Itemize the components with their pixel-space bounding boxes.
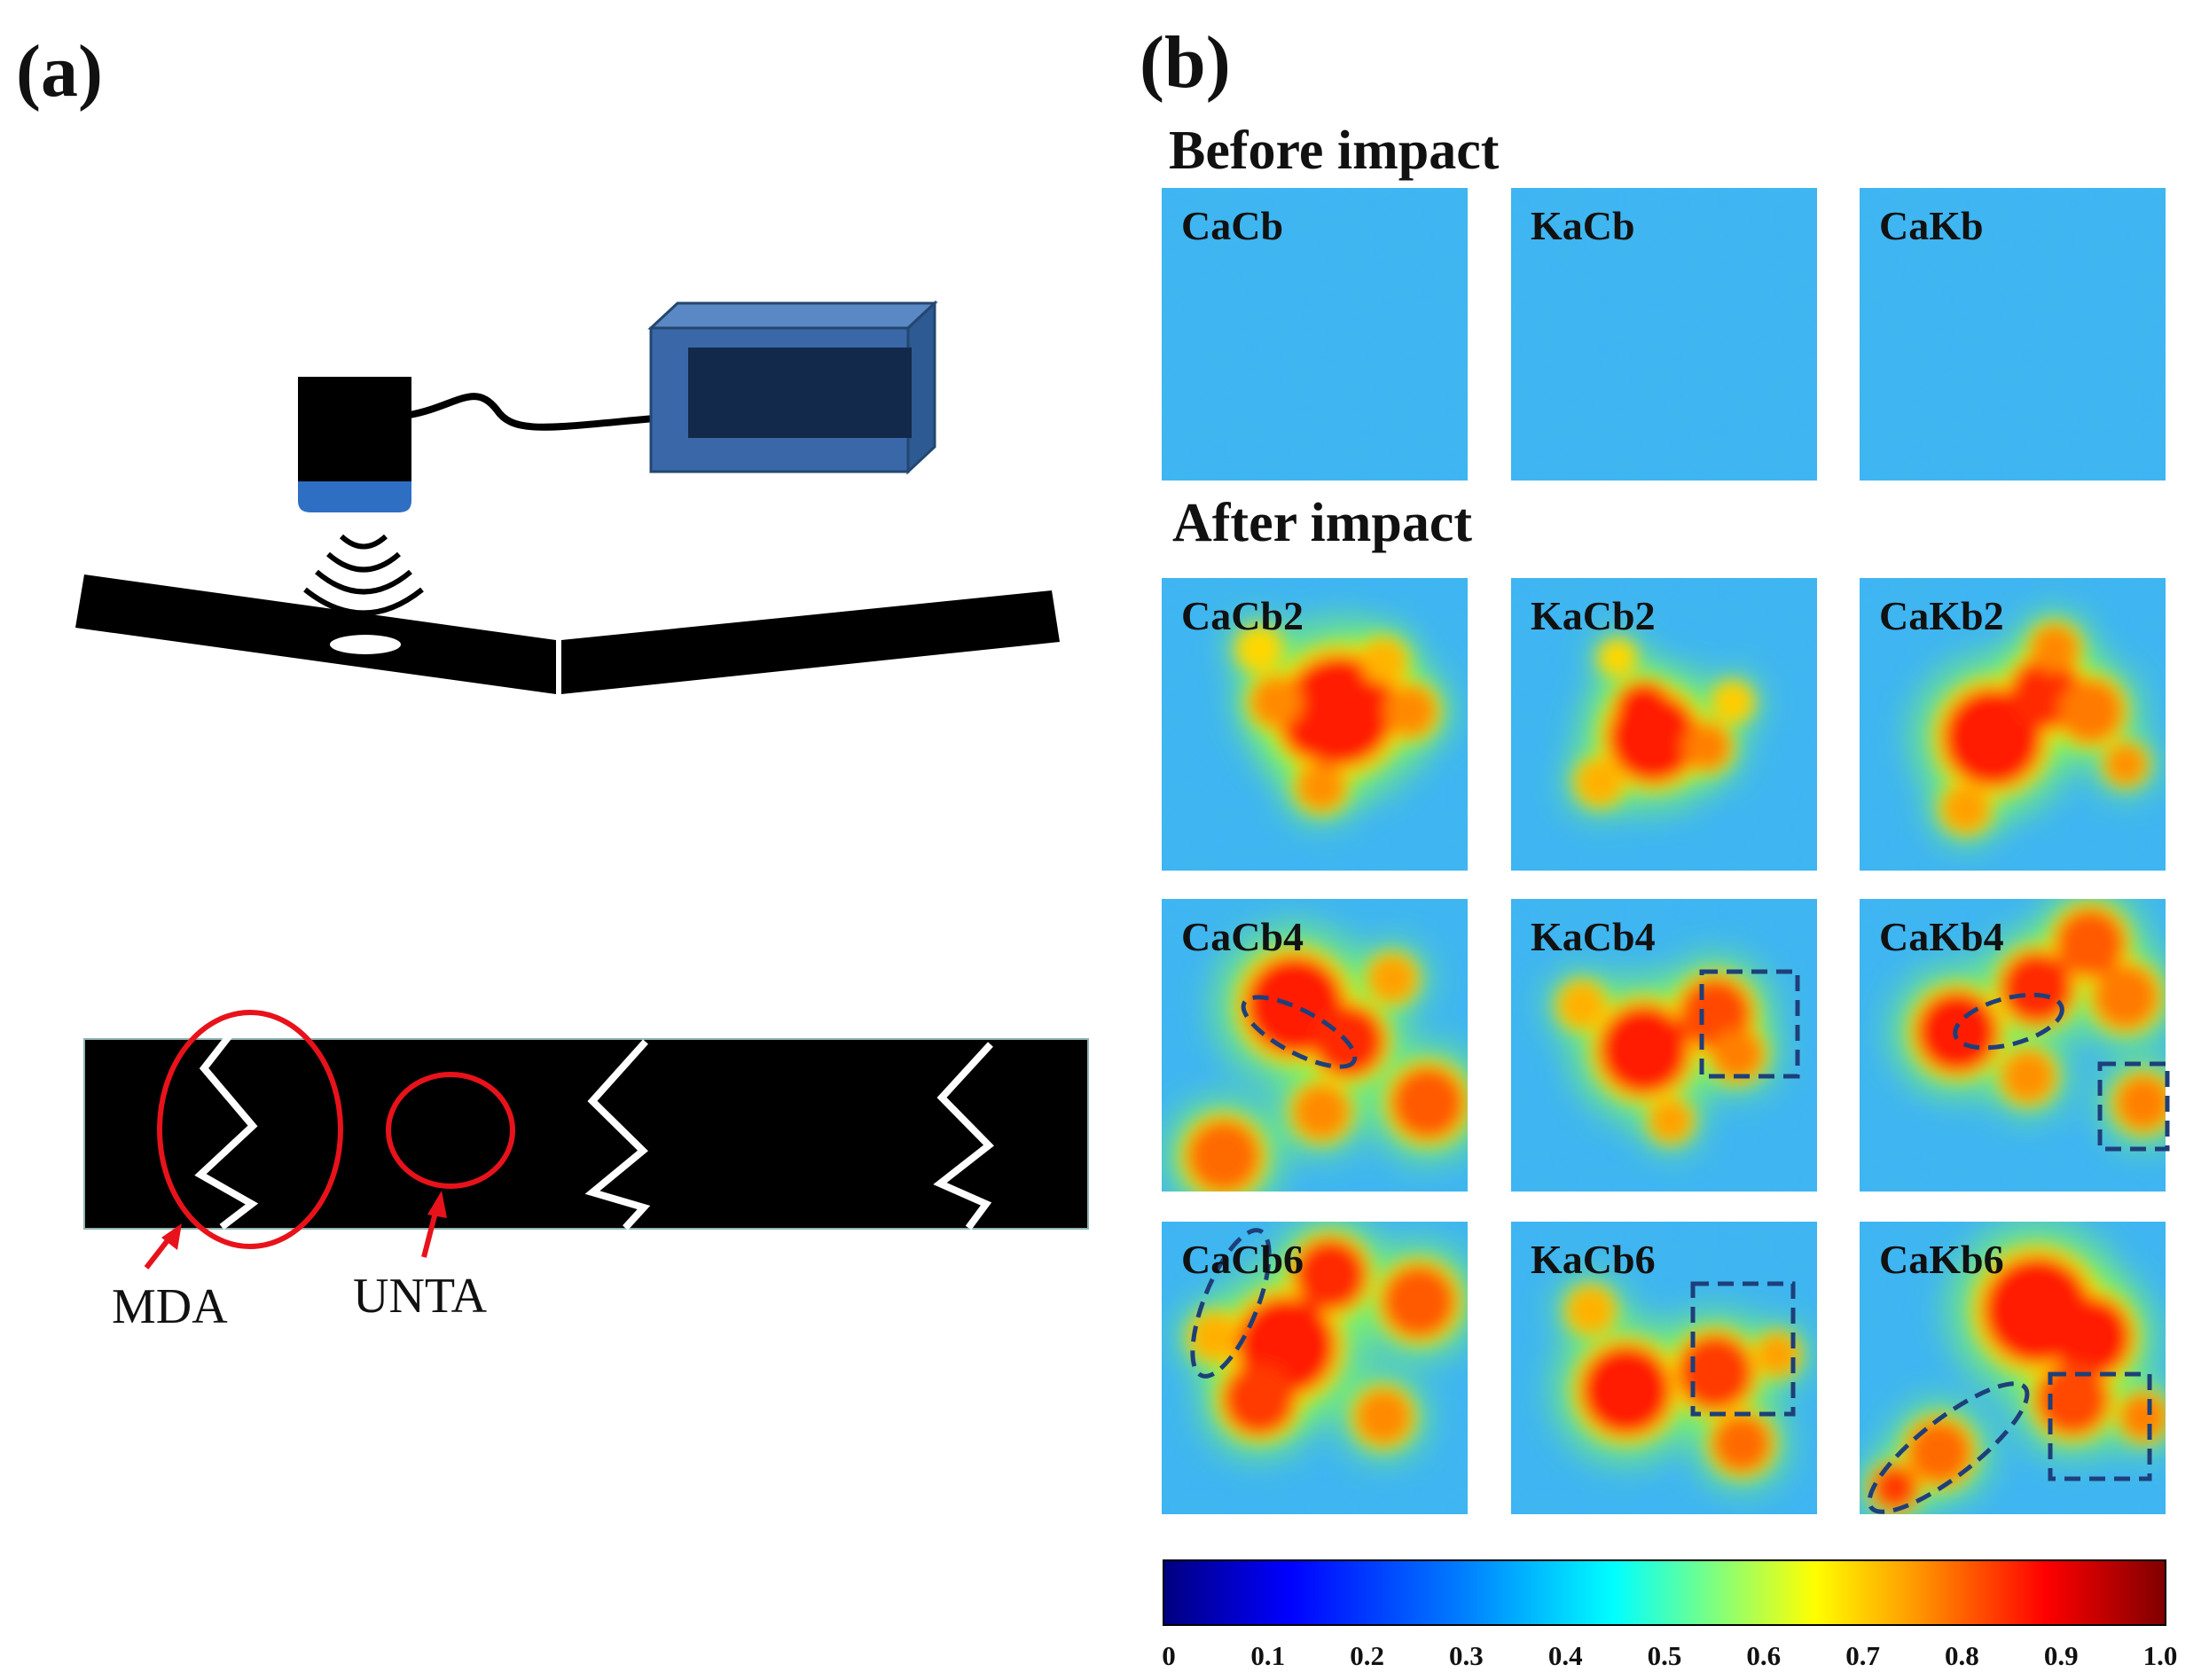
colorbar-tick-label: 0.8 — [1945, 1640, 1979, 1671]
ultrasonic-transducer — [298, 377, 411, 512]
map-label-kacb4: KaCb4 — [1531, 914, 1656, 959]
map-label-kacb2: KaCb2 — [1531, 593, 1656, 638]
colorbar-tick-label: 1.0 — [2143, 1640, 2178, 1671]
c-scan-map-kacb2: KaCb2 — [1511, 578, 1817, 871]
damage-region — [1907, 901, 2166, 1137]
damage-annotation-box — [1690, 1281, 1796, 1417]
before-impact-title: Before impact — [1169, 121, 1500, 181]
damage-annotation-ellipse — [1867, 1381, 2030, 1514]
ultrasonic-waves-icon — [303, 534, 424, 616]
mda-circle — [157, 1010, 343, 1249]
c-scan-map-before-cakb: CaKb — [1860, 188, 2166, 481]
map-label-before-cacb: CaCb — [1181, 203, 1283, 248]
crack-2 — [584, 1039, 651, 1231]
c-scan-map-before-cacb: CaCb — [1162, 188, 1468, 481]
damage-annotation-box — [2048, 1371, 2152, 1481]
c-scan-map-cacb4: CaCb4 — [1162, 899, 1468, 1192]
colorbar-tick-label: 0 — [1162, 1640, 1176, 1671]
cracked-specimen — [83, 1001, 1089, 1231]
damage-annotation-box — [2097, 1061, 2170, 1152]
mda-callout-label: MDA — [112, 1279, 228, 1334]
map-label-cakb6: CaKb6 — [1879, 1237, 2004, 1282]
device-screen — [688, 348, 912, 438]
map-label-kacb6: KaCb6 — [1531, 1237, 1656, 1282]
map-texture — [1162, 188, 1468, 481]
colorbar-tick-label: 0.9 — [2044, 1640, 2079, 1671]
unta-arrow-icon — [421, 1191, 447, 1258]
damage-annotation-ellipse — [1953, 992, 2064, 1051]
map-label-cakb2: CaKb2 — [1879, 593, 2004, 638]
unta-circle — [386, 1072, 515, 1189]
c-scan-map-cacb6: CaCb6 — [1162, 1222, 1468, 1514]
c-scan-map-kacb4: KaCb4 — [1511, 899, 1817, 1192]
map-label-cacb2: CaCb2 — [1181, 593, 1304, 638]
c-scan-map-cakb2: CaKb2 — [1860, 578, 2166, 871]
colorbar-tick-label: 0.7 — [1845, 1640, 1880, 1671]
map-label-cacb4: CaCb4 — [1181, 914, 1304, 959]
map-label-before-cakb: CaKb — [1879, 203, 1984, 248]
map-label-before-kacb: KaCb — [1531, 203, 1635, 248]
colorbar-tick-label: 0.4 — [1548, 1640, 1583, 1671]
map-label-cakb4: CaKb4 — [1879, 914, 2004, 959]
impact-spot — [330, 635, 401, 654]
map-texture — [1860, 188, 2166, 481]
damage-region — [1573, 637, 1755, 809]
damage-region — [1187, 1231, 1463, 1450]
bent-specimen — [75, 574, 1060, 694]
colorbar-tick-label: 0.1 — [1250, 1640, 1285, 1671]
colorbar: 0 0.1 0.2 0.3 0.4 0.5 0.6 0.7 0.8 0.9 1.0 — [1162, 1559, 2177, 1671]
panel-b-label: (b) — [1140, 21, 1231, 104]
damage-region — [1564, 1284, 1802, 1479]
c-scan-map-before-kacb: KaCb — [1511, 188, 1817, 481]
panel-a-label: (a) — [16, 30, 103, 113]
c-scan-map-kacb6: KaCb6 — [1511, 1222, 1817, 1514]
transducer-cable — [409, 393, 675, 431]
damage-region — [1555, 970, 1768, 1145]
unta-callout-label: UNTA — [353, 1269, 488, 1324]
damage-region — [1931, 620, 2150, 837]
ultrasonic-device-box — [647, 300, 938, 475]
crack-1 — [194, 1001, 259, 1231]
map-texture — [1511, 188, 1817, 481]
colorbar-tick-label: 0.6 — [1746, 1640, 1781, 1671]
colorbar-tick-label: 0.5 — [1648, 1640, 1682, 1671]
damage-annotation-box — [1699, 969, 1800, 1079]
colorbar-tick-label: 0.2 — [1350, 1640, 1384, 1671]
map-label-cacb6: CaCb6 — [1181, 1237, 1304, 1282]
c-scan-map-cakb6: CaKb6 — [1860, 1222, 2166, 1514]
crack-3 — [933, 1042, 994, 1231]
after-impact-title: After impact — [1172, 493, 1472, 553]
damage-annotation-ellipse — [1190, 1228, 1272, 1379]
colorbar-gradient — [1163, 1559, 2166, 1626]
damage-annotation-ellipse — [1241, 995, 1358, 1069]
damage-region — [1234, 624, 1441, 816]
mda-arrow-icon — [144, 1223, 182, 1270]
c-scan-map-cakb4: CaKb4 — [1860, 899, 2170, 1192]
colorbar-ticks: 0 0.1 0.2 0.3 0.4 0.5 0.6 0.7 0.8 0.9 1.0 — [1162, 1640, 2177, 1671]
c-scan-map-cacb2: CaCb2 — [1162, 578, 1468, 871]
colorbar-tick-label: 0.3 — [1449, 1640, 1484, 1671]
